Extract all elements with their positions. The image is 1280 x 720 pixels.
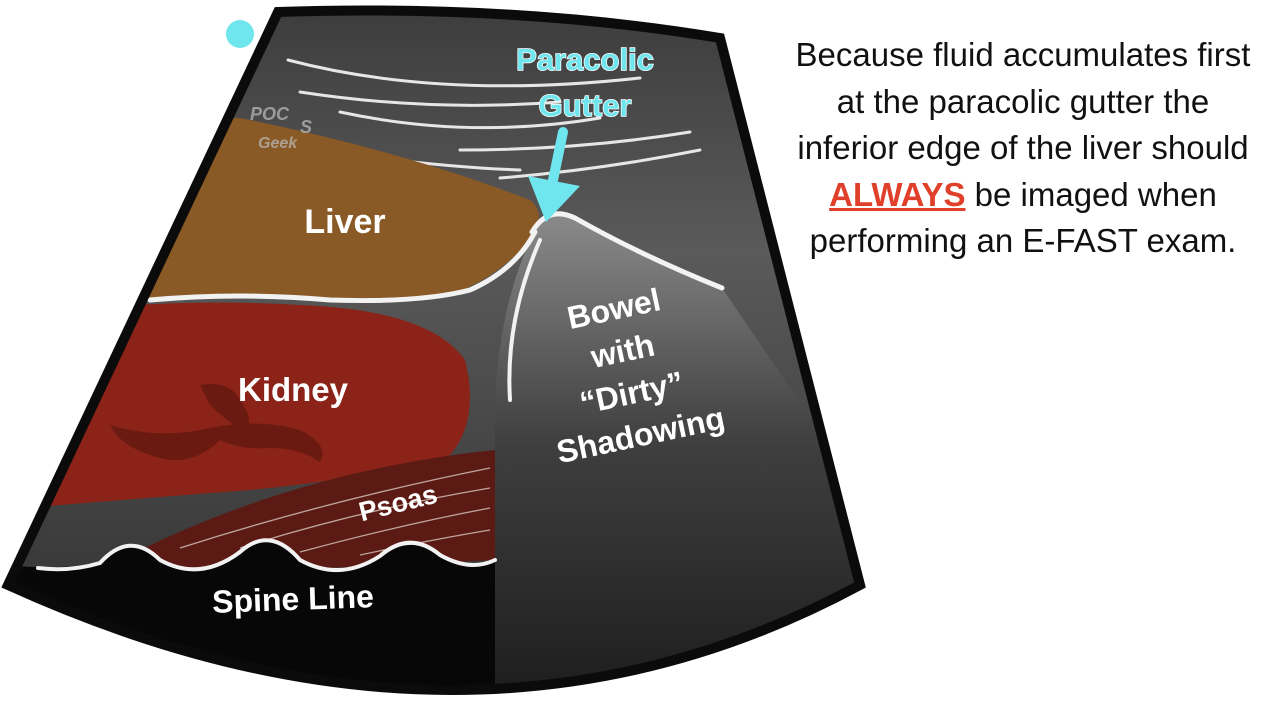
spine-line-label: Spine Line bbox=[211, 578, 374, 620]
paracolic-label-line2: Gutter bbox=[539, 88, 632, 123]
caption-emphasis: ALWAYS bbox=[829, 175, 966, 213]
down-arrow-icon bbox=[528, 127, 580, 222]
paracolic-label-line1: Paracolic bbox=[516, 42, 654, 77]
renal-sinus bbox=[110, 423, 323, 462]
watermark-line1: POC bbox=[250, 104, 290, 124]
caption-text-after: be imaged when performing an E-FAST exam… bbox=[809, 175, 1237, 260]
explanation-caption: Because fluid accumulates first at the p… bbox=[790, 32, 1256, 265]
psoas-fibers bbox=[179, 467, 491, 556]
kidney-label: Kidney bbox=[238, 371, 349, 408]
watermark-line2: S bbox=[300, 117, 312, 137]
watermark-line3: Geek bbox=[258, 135, 298, 152]
renal-sinus-branch bbox=[200, 384, 249, 432]
bowel-region bbox=[495, 215, 860, 690]
liver-label: Liver bbox=[304, 203, 385, 241]
fan-frame bbox=[1, 5, 866, 695]
caption-text-before: Because fluid accumulates first at the p… bbox=[795, 36, 1251, 166]
watermark: POC S Geek bbox=[250, 104, 312, 152]
orientation-marker-dot bbox=[226, 20, 254, 48]
